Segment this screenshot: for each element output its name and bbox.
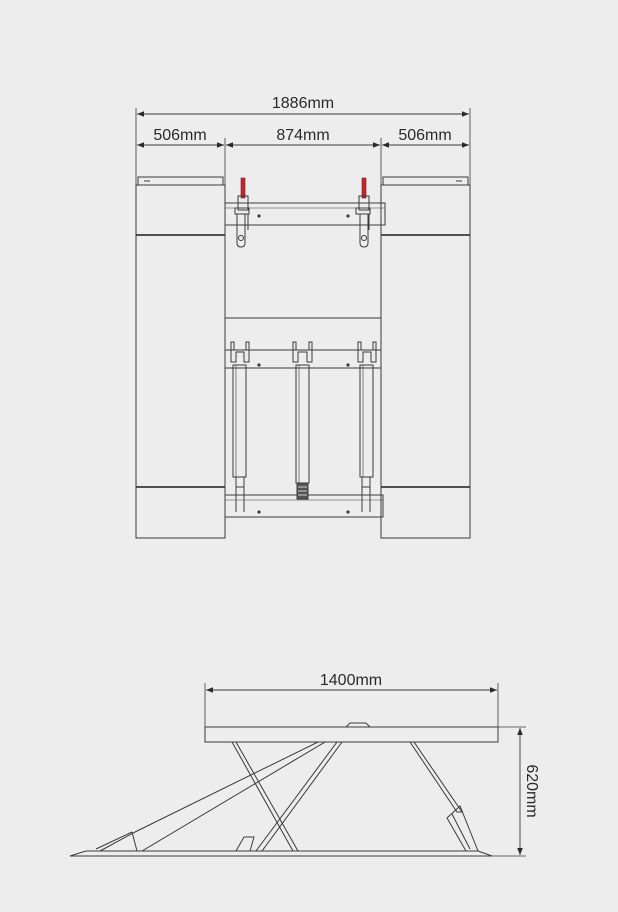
overall-width-label: 1886mm	[272, 95, 334, 112]
side-extension-lines	[204, 683, 526, 857]
left-platform	[135, 176, 226, 539]
left-platform-width-label: 506mm	[153, 127, 206, 144]
ramp-arm	[95, 741, 327, 852]
middle-cylinder	[292, 341, 313, 500]
platform-deck	[204, 722, 499, 743]
height-label: 620mm	[523, 764, 540, 817]
side-cylinder-left	[235, 836, 255, 852]
left-cylinder	[230, 341, 250, 512]
side-cylinder-right	[446, 805, 479, 852]
right-release-handle	[355, 177, 371, 248]
frame-bolts	[257, 214, 350, 514]
right-platform-width-label: 506mm	[398, 127, 451, 144]
center-gap-width-label: 874mm	[276, 127, 329, 144]
right-platform	[380, 176, 471, 539]
top-view	[135, 108, 471, 539]
extension-lines	[135, 108, 471, 538]
left-release-handle	[234, 177, 250, 248]
right-cylinder	[357, 341, 377, 512]
side-view	[69, 683, 526, 857]
platform-length-label: 1400mm	[320, 672, 382, 689]
base-rail	[69, 850, 493, 857]
scissor-arms	[231, 741, 463, 852]
